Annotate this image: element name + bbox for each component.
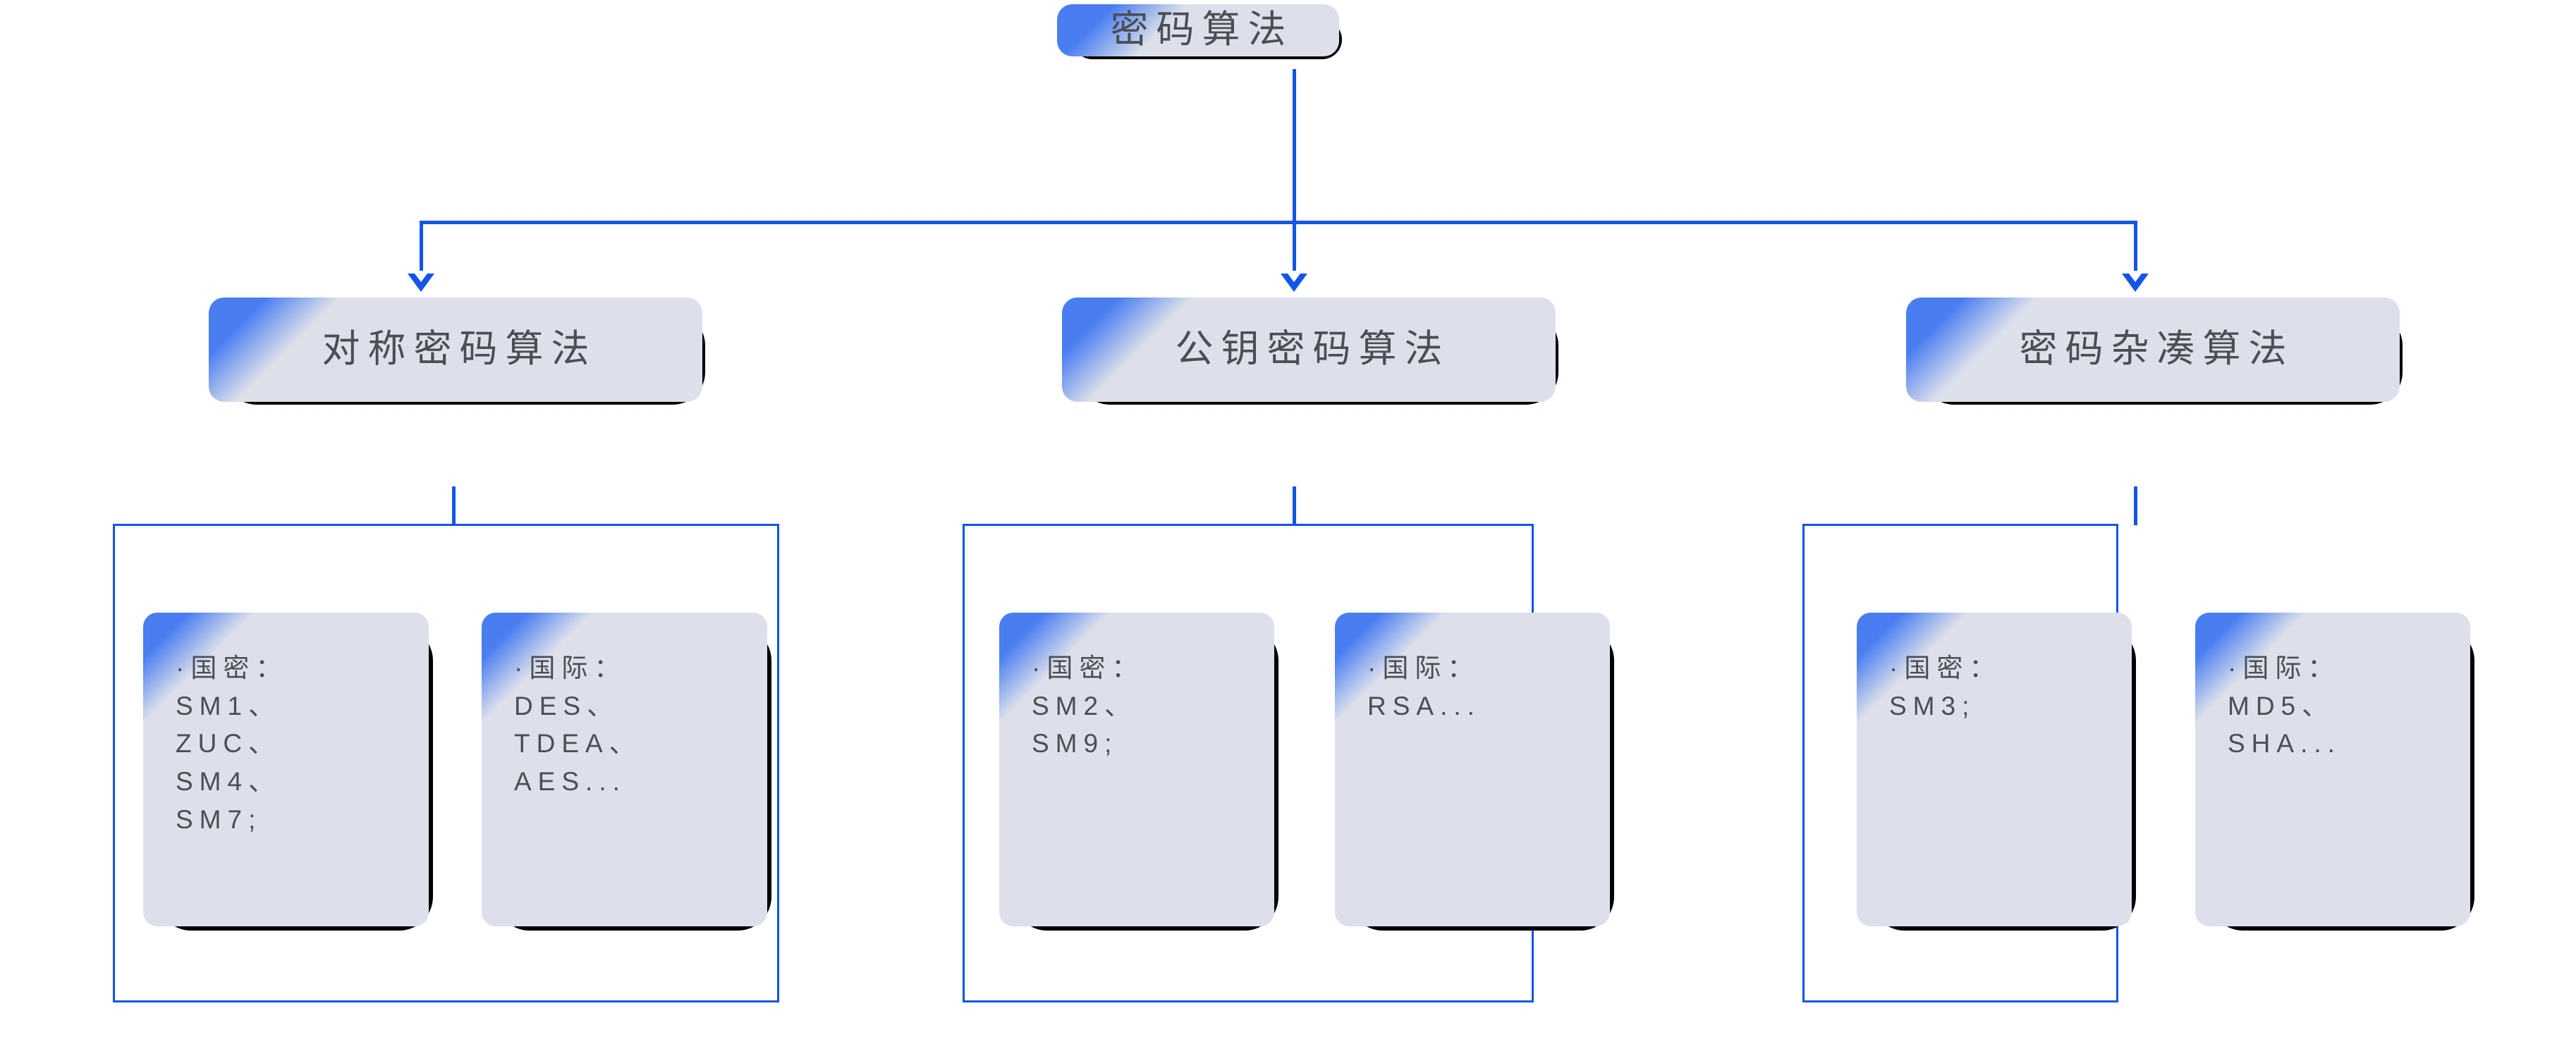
leaf-card-symmetric-domestic[interactable]: ·国密： SM1、 ZUC、 SM4、 SM7; — [143, 613, 433, 931]
node-branch-public-key-algorithm[interactable]: 公钥密码算法 — [1062, 297, 1558, 405]
connector-distribution-bus — [420, 221, 2137, 224]
group-frame-symmetric — [113, 524, 779, 1002]
node-branch-symmetric-algorithm[interactable]: 对称密码算法 — [209, 297, 705, 405]
node-root-cryptographic-algorithm[interactable]: 密码算法 — [1057, 4, 1342, 59]
leaf-card-hash-domestic[interactable]: ·国密： SM3; — [1857, 613, 2136, 931]
arrowhead-branch-2 — [1281, 271, 1307, 292]
connector-drop-branch-3 — [2134, 221, 2137, 274]
leaf-text: ·国际： DES、 TDEA、 AES... — [514, 654, 642, 796]
leaf-text: ·国际： MD5、 SHA... — [2228, 654, 2341, 759]
leaf-text: ·国际： RSA... — [1367, 654, 1481, 720]
connector-branch-3-to-group — [2134, 486, 2137, 525]
connector-branch-1-to-group — [452, 486, 456, 525]
node-label: 公钥密码算法 — [1175, 328, 1451, 371]
leaf-text: ·国密： SM3; — [1889, 654, 2002, 720]
arrowhead-branch-1 — [408, 271, 434, 292]
node-label: 对称密码算法 — [322, 328, 597, 371]
connector-root-stem — [1293, 69, 1296, 222]
leaf-face: ·国际： RSA... — [1335, 613, 1610, 926]
leaf-card-public-key-international[interactable]: ·国际： RSA... — [1335, 613, 1614, 931]
node-face: 公钥密码算法 — [1062, 297, 1556, 402]
leaf-card-public-key-domestic[interactable]: ·国密： SM2、 SM9; — [999, 613, 1278, 931]
node-label: 密码算法 — [1110, 8, 1294, 51]
leaf-card-hash-international[interactable]: ·国际： MD5、 SHA... — [2195, 613, 2474, 931]
leaf-face: ·国际： MD5、 SHA... — [2195, 613, 2470, 926]
node-face: 密码算法 — [1057, 4, 1339, 56]
leaf-text: ·国密： SM2、 SM9; — [1032, 654, 1144, 759]
node-label: 密码杂凑算法 — [2019, 328, 2295, 371]
arrowhead-branch-3 — [2122, 271, 2149, 292]
node-face: 对称密码算法 — [209, 297, 702, 402]
node-face: 密码杂凑算法 — [1906, 297, 2400, 402]
node-branch-hash-algorithm[interactable]: 密码杂凑算法 — [1906, 297, 2403, 405]
leaf-face: ·国密： SM2、 SM9; — [999, 613, 1274, 926]
connector-drop-branch-1 — [420, 221, 423, 274]
leaf-card-symmetric-international[interactable]: ·国际： DES、 TDEA、 AES... — [482, 613, 771, 931]
connector-drop-branch-2 — [1293, 221, 1296, 274]
connector-branch-2-to-group — [1293, 486, 1296, 525]
leaf-text: ·国密： SM1、 ZUC、 SM4、 SM7; — [176, 654, 288, 834]
leaf-face: ·国密： SM3; — [1857, 613, 2132, 926]
leaf-face: ·国密： SM1、 ZUC、 SM4、 SM7; — [143, 613, 429, 926]
leaf-face: ·国际： DES、 TDEA、 AES... — [482, 613, 767, 926]
